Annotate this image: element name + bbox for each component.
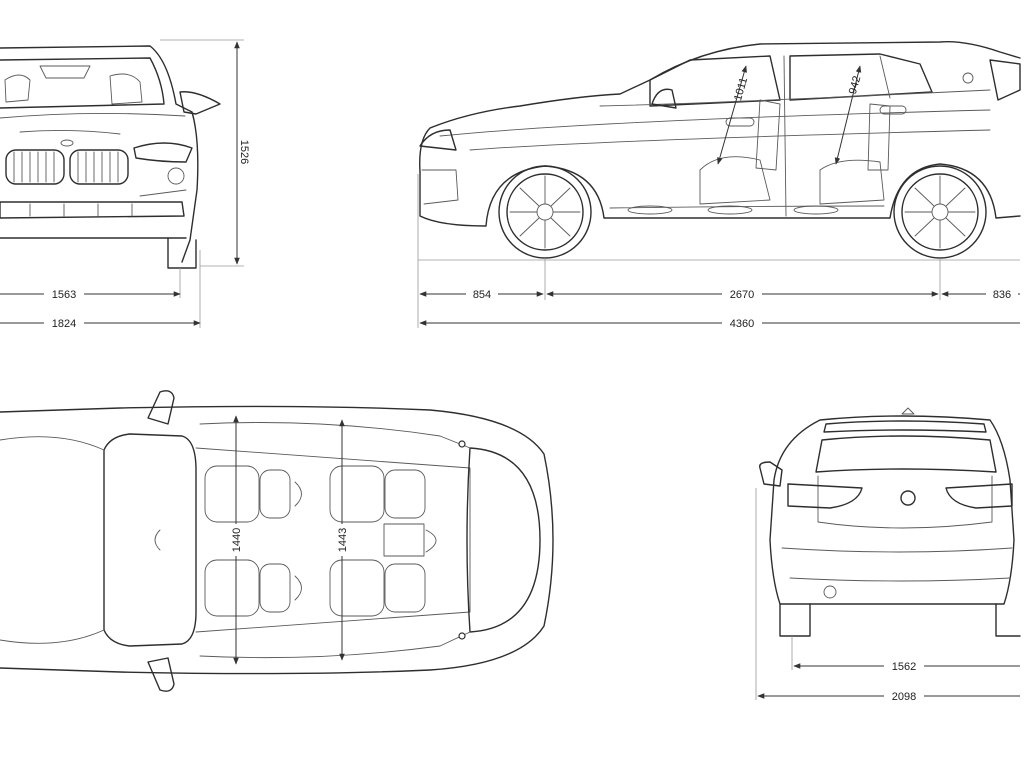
kidney-grille: [5, 149, 129, 185]
headlight: [133, 142, 193, 163]
front-track-label: 1563: [52, 289, 76, 301]
rear-logo-icon: [900, 490, 916, 506]
front-seats: [204, 465, 302, 617]
right-tail-lamp: [945, 483, 1013, 509]
front-overhang-label: 854: [473, 289, 491, 301]
top-view: 1440 1443: [0, 390, 554, 692]
rear-shoulder-label: 1443: [337, 528, 349, 552]
side-mirror-icon: [147, 390, 175, 425]
side-mirror-icon: [147, 657, 175, 692]
front-overall-width-label: 1824: [52, 318, 76, 330]
rear-track-label: 1562: [892, 661, 916, 673]
shark-fin-antenna-icon: [901, 407, 915, 415]
rear-logo-icon: [962, 72, 974, 84]
rear-headroom-label: 942: [847, 75, 864, 96]
side-mirror-icon: [759, 461, 783, 487]
front-wheel-icon: [498, 165, 592, 259]
side-view: 1011 942 854 2670 836 4360: [417, 41, 1021, 330]
side-mirror-icon: [651, 88, 677, 109]
side-mirror-icon: [179, 91, 221, 115]
wheelbase-label: 2670: [730, 289, 754, 301]
rear-overhang-label: 836: [993, 289, 1011, 301]
front-headroom-label: 1011: [732, 76, 750, 102]
rear-view: 1562 2098: [755, 407, 1021, 703]
rear-wheel-icon: [893, 165, 987, 259]
front-shoulder-label: 1440: [231, 528, 243, 552]
overall-length-label: 4360: [730, 318, 754, 330]
left-tail-lamp: [787, 483, 863, 509]
logo-icon: [60, 139, 74, 147]
front-height-label: 1526: [238, 140, 250, 164]
rear-width-label: 2098: [892, 691, 916, 703]
rear-seats: [329, 465, 437, 617]
front-view: 1526 1563 1824: [0, 39, 250, 330]
